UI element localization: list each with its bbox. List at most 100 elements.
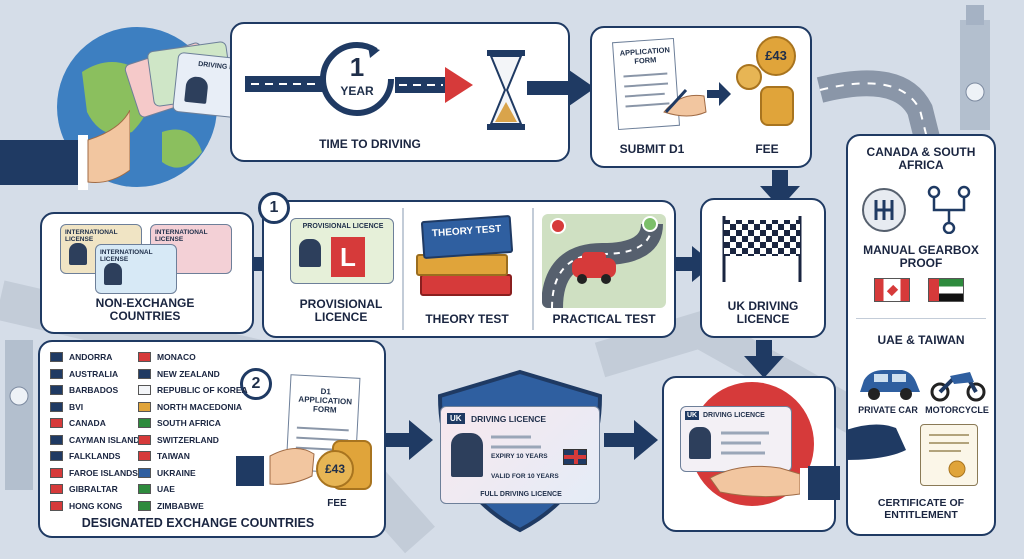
- portrait-icon: [104, 263, 122, 285]
- year-word: YEAR: [340, 84, 374, 98]
- submit-d1-label: SUBMIT D1: [619, 142, 685, 156]
- uae-taiwan-heading: UAE & TAIWAN: [877, 333, 965, 347]
- hand-icon: [236, 448, 315, 488]
- fee-label: FEE: [755, 142, 779, 156]
- uae-flag-icon: [928, 278, 964, 302]
- country-flag-icon: [138, 401, 151, 412]
- country-row: HONG KONG: [50, 499, 122, 513]
- country-flag-icon: [138, 352, 151, 362]
- arrow-right-icon: [527, 70, 595, 106]
- small-arrow-icon: [707, 82, 731, 106]
- arrow-right-icon: [604, 420, 658, 460]
- uk-licence-held-card: UK DRIVING LICENCE: [680, 406, 792, 472]
- full-driving-licence-card: UK DRIVING LICENCE EXPIRY 10 YEARS VALID…: [440, 406, 600, 504]
- start-pin-icon: [550, 218, 566, 234]
- motorcycle-icon: [930, 372, 986, 402]
- finish-pin-icon: [642, 216, 658, 232]
- country-name: FALKLANDS: [69, 451, 121, 461]
- country-row: BVI: [50, 400, 83, 414]
- hourglass-icon: [485, 50, 527, 130]
- country-row: NORTH MACEDONIA: [138, 400, 242, 414]
- country-name: AUSTRALIA: [69, 368, 119, 379]
- valid-text: VALID FOR 10 YEARS: [491, 473, 559, 480]
- country-flag-icon: [50, 500, 63, 511]
- international-license-card-3: INTERNATIONAL LICENSE: [95, 244, 177, 294]
- uk-driving-licence-label: UK DRIVING LICENCE: [727, 299, 799, 327]
- country-flag-icon: [50, 401, 63, 412]
- portrait-icon: [69, 243, 87, 265]
- certificate-scroll-icon: [920, 424, 978, 486]
- country-row: FAROE ISLANDS: [50, 466, 138, 480]
- receiving-hand-icon: [709, 465, 840, 500]
- canada-flag-icon: [874, 278, 910, 302]
- country-flag-icon: [50, 467, 63, 478]
- practical-test-road-icon: [542, 214, 666, 308]
- portrait-icon: [451, 433, 483, 477]
- country-row: MONACO: [138, 350, 196, 364]
- divider: [402, 208, 404, 330]
- certificate-label: CERTIFICATE OF ENTITLEMENT: [877, 497, 965, 521]
- exchange-fee-label: FEE: [327, 498, 347, 509]
- country-row: CAYMAN ISLANDS: [50, 433, 145, 447]
- country-row: AUSTRALIA: [50, 367, 118, 381]
- country-name: ANDORRA: [69, 352, 113, 362]
- expiry-text: EXPIRY 10 YEARS: [491, 453, 548, 460]
- country-name: UAE: [157, 484, 175, 494]
- hand-icon: [846, 424, 906, 460]
- country-flag-icon: [138, 385, 151, 395]
- country-name: NEW ZEALAND: [157, 368, 220, 379]
- country-flag-icon: [50, 434, 63, 445]
- country-name: HONG KONG: [69, 500, 123, 511]
- d1-form-text: D1 APPLICATION FORM: [298, 386, 353, 415]
- country-name: FAROE ISLANDS: [69, 467, 138, 478]
- manual-gearbox-proof-label: MANUAL GEARBOX PROOF: [863, 243, 979, 271]
- checkered-flag-icon: [718, 212, 806, 282]
- country-name: SOUTH AFRICA: [157, 418, 221, 428]
- country-name: CANADA: [69, 418, 106, 428]
- country-flag-icon: [50, 352, 63, 362]
- country-name: GIBRALTAR: [69, 484, 118, 494]
- theory-books-icon: THEORY TEST: [412, 214, 522, 306]
- country-name: NORTH MACEDONIA: [157, 401, 242, 412]
- driving-licence-title: DRIVING LICENCE: [471, 414, 547, 424]
- country-name: BVI: [69, 401, 84, 412]
- arrow-down-icon: [744, 340, 784, 378]
- application-form-text: APPLICATION FORM: [619, 45, 671, 66]
- non-exchange-label: NON-EXCHANGE COUNTRIES: [95, 296, 195, 324]
- country-row: CANADA: [50, 416, 106, 430]
- country-flag-icon: [138, 484, 151, 494]
- country-name: UKRAINE: [157, 467, 196, 478]
- country-name: ZIMBABWE: [157, 500, 204, 511]
- final-licence-title: DRIVING LICENCE: [703, 412, 765, 419]
- country-flag-icon: [138, 467, 151, 478]
- country-row: TAIWAN: [138, 449, 190, 463]
- country-row: UKRAINE: [138, 466, 196, 480]
- union-flag-icon: [563, 449, 587, 465]
- country-flag-icon: [138, 500, 151, 511]
- pen-hand-icon: [663, 88, 707, 117]
- gearbox-icon: [924, 184, 974, 235]
- country-row: REPUBLIC OF KOREA: [138, 383, 248, 397]
- step-1-badge: 1: [258, 192, 290, 224]
- year-number: 1: [349, 52, 365, 82]
- country-name: CAYMAN ISLANDS: [69, 434, 146, 445]
- country-flag-icon: [50, 484, 63, 494]
- application-form-icon: APPLICATION FORM: [612, 37, 680, 131]
- country-name: SWITZERLAND: [157, 434, 219, 445]
- canada-south-africa-heading: CANADA & SOUTH AFRICA: [866, 145, 976, 173]
- gear-knob-icon: [862, 188, 906, 232]
- country-flag-icon: [138, 418, 151, 428]
- hand-icon: [0, 110, 130, 190]
- portrait-icon: [689, 427, 711, 459]
- country-flag-icon: [138, 368, 151, 379]
- country-flag-icon: [138, 451, 151, 461]
- divider: [532, 208, 534, 330]
- private-car-icon: [860, 370, 920, 400]
- country-row: SOUTH AFRICA: [138, 416, 221, 430]
- theory-test-label: THEORY TEST: [425, 312, 509, 326]
- exchange-coins-icon: £43: [316, 440, 374, 500]
- country-flag-icon: [50, 368, 63, 379]
- private-car-label: PRIVATE CAR: [858, 405, 918, 415]
- time-to-driving-label: TIME TO DRIVING: [319, 137, 421, 151]
- country-flag-icon: [50, 418, 63, 428]
